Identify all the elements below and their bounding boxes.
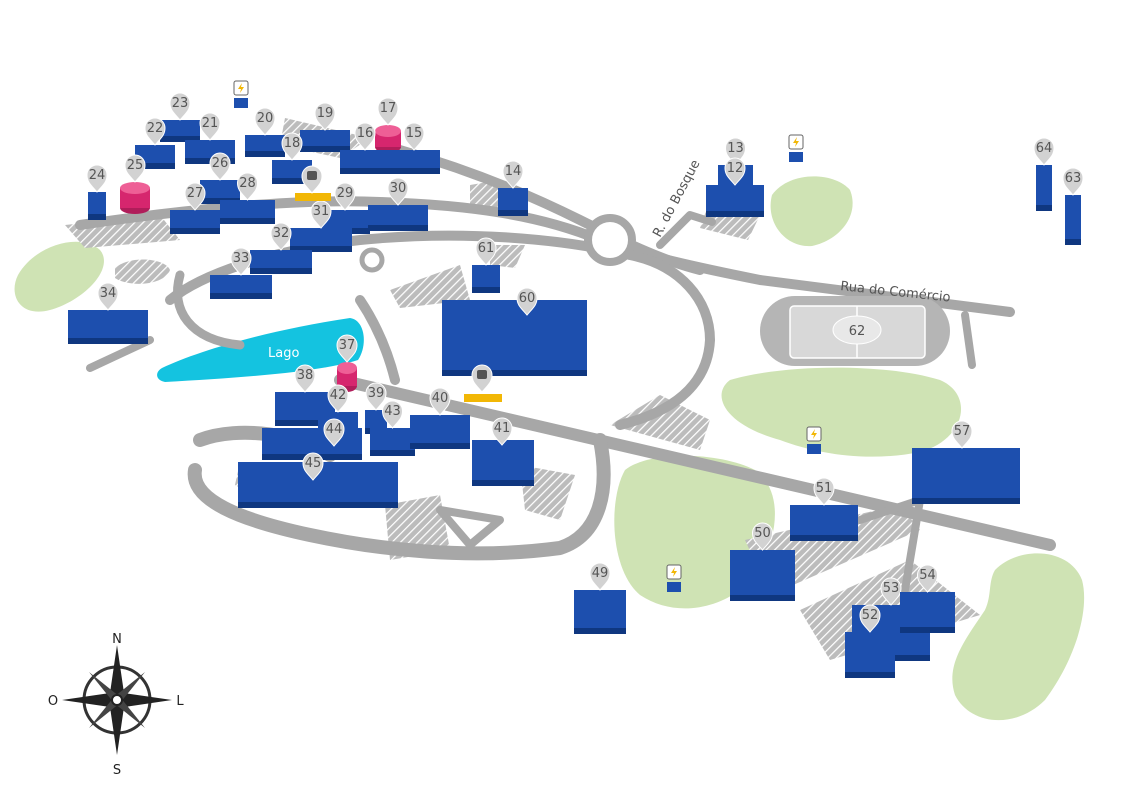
building-label: 39	[368, 386, 385, 401]
building-label: 32	[273, 226, 290, 241]
building-label: 22	[147, 121, 164, 136]
building-23[interactable]: 23	[160, 92, 200, 142]
building-label: 57	[954, 424, 971, 439]
building-26[interactable]: 26	[200, 152, 240, 204]
building-label: 30	[390, 181, 407, 196]
lake	[157, 318, 364, 382]
compass-rose-icon: N S O L	[48, 632, 184, 778]
building-12[interactable]: 12	[706, 157, 764, 217]
building-41[interactable]: 41	[472, 417, 534, 486]
building-label: 64	[1036, 141, 1053, 156]
building-28[interactable]: 28	[220, 172, 275, 224]
building-label: 20	[257, 111, 274, 126]
building-label: 19	[317, 106, 334, 121]
building-22[interactable]: 22	[135, 117, 175, 169]
building-label: 15	[406, 126, 423, 141]
building-label: 63	[1065, 171, 1082, 186]
power-icon[interactable]	[788, 134, 804, 162]
building-label: 43	[384, 404, 401, 419]
building-label: 49	[592, 566, 609, 581]
building-30[interactable]: 30	[368, 177, 428, 231]
building-52[interactable]: 52	[845, 604, 895, 678]
roundabout-small	[359, 247, 385, 273]
power-icon[interactable]	[806, 426, 822, 454]
compass-east: L	[176, 694, 184, 709]
building-37[interactable]: 37	[336, 334, 358, 392]
building-16[interactable]: 16	[340, 122, 390, 174]
building-57[interactable]: 57	[912, 420, 1020, 504]
building-label: 28	[239, 176, 256, 191]
building-label: 16	[357, 126, 374, 141]
building-label: 25	[127, 158, 144, 173]
building-label: 26	[212, 156, 229, 171]
building-33[interactable]: 33	[210, 247, 272, 299]
building-31[interactable]: 31	[290, 200, 352, 252]
building-label: 27	[187, 186, 204, 201]
bus-stop-icon[interactable]	[464, 364, 502, 402]
building-label: 41	[494, 421, 511, 436]
building-64[interactable]: 64	[1033, 137, 1055, 211]
building-label: 24	[89, 168, 106, 183]
building-label: 31	[313, 204, 330, 219]
building-label: 12	[727, 161, 744, 176]
building-label: 44	[326, 422, 343, 437]
lake-label: Lago	[268, 346, 299, 361]
building-34[interactable]: 34	[68, 282, 148, 344]
building-19[interactable]: 19	[300, 102, 350, 152]
building-14[interactable]: 14	[498, 160, 528, 216]
building-49[interactable]: 49	[574, 562, 626, 634]
compass-south: S	[113, 763, 121, 778]
compass-north: N	[112, 632, 122, 647]
building-label: 13	[727, 141, 744, 156]
building-20[interactable]: 20	[245, 107, 285, 157]
sports-field: 62	[760, 296, 950, 366]
roundabout	[584, 214, 636, 266]
building-label: 60	[519, 291, 536, 306]
building-60[interactable]: 60	[442, 287, 587, 376]
buildings-layer: 23 22 21 20 19 17 16 15 18 24 25 26 27 28 29 30 31 32 33 34…	[68, 92, 1084, 678]
building-32[interactable]: 32	[250, 222, 312, 274]
building-label: 42	[330, 388, 347, 403]
building-label: 21	[202, 116, 219, 131]
power-icon[interactable]	[666, 564, 682, 592]
building-25[interactable]: 25	[120, 154, 150, 214]
building-61[interactable]: 61	[472, 237, 500, 293]
building-label: 33	[233, 251, 250, 266]
building-label: 23	[172, 96, 189, 111]
building-label: 50	[754, 526, 771, 541]
power-icon[interactable]	[233, 80, 249, 108]
building-label: 37	[339, 338, 356, 353]
building-label: 53	[883, 581, 900, 596]
building-17[interactable]: 17	[375, 97, 401, 153]
building-label: 34	[100, 286, 117, 301]
building-15[interactable]: 15	[388, 122, 440, 174]
building-45[interactable]: 45	[238, 452, 398, 508]
building-label: 17	[380, 101, 397, 116]
building-50[interactable]: 50	[730, 522, 795, 601]
building-label: 61	[478, 241, 495, 256]
building-label: 38	[297, 368, 314, 383]
building-label: 40	[432, 391, 449, 406]
compass-west: O	[48, 694, 58, 709]
building-label: 14	[505, 164, 522, 179]
building-label: 29	[337, 186, 354, 201]
field-label: 62	[849, 324, 866, 339]
building-27[interactable]: 27	[170, 182, 220, 234]
building-24[interactable]: 24	[86, 164, 108, 220]
building-label: 51	[816, 481, 833, 496]
building-51[interactable]: 51	[790, 477, 858, 541]
building-40[interactable]: 40	[410, 387, 470, 449]
building-54[interactable]: 54	[900, 564, 955, 633]
building-43[interactable]: 43	[370, 400, 415, 456]
building-label: 18	[284, 136, 301, 151]
building-label: 54	[919, 568, 936, 583]
building-63[interactable]: 63	[1062, 167, 1084, 245]
building-44[interactable]: 44	[262, 418, 362, 460]
bus-stop-icon[interactable]	[295, 165, 331, 201]
building-label: 52	[862, 608, 879, 623]
building-38[interactable]: 38	[275, 364, 335, 426]
building-label: 45	[305, 456, 322, 471]
